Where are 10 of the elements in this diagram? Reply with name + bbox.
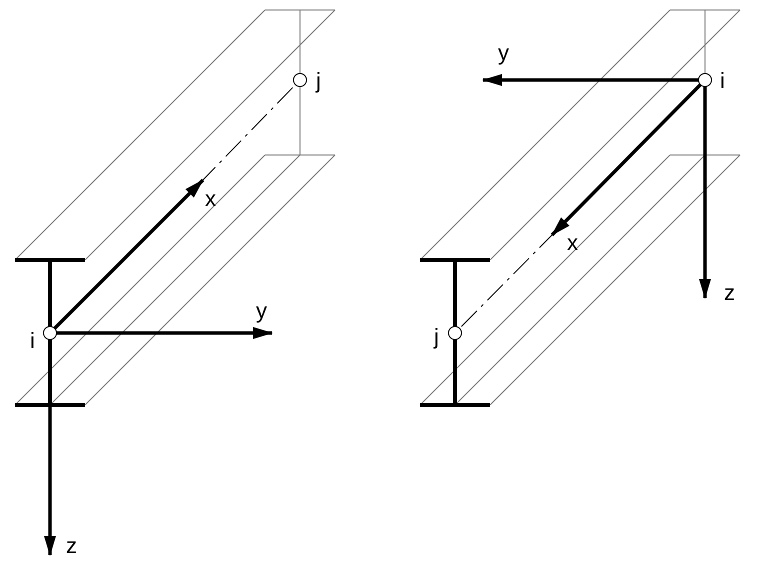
node-label: i <box>720 70 725 92</box>
axis-label: x <box>205 188 216 210</box>
node-label: i <box>30 330 35 352</box>
node-label: j <box>434 326 439 348</box>
axis-label: z <box>66 535 77 557</box>
axis-label: x <box>567 232 578 254</box>
axis-label: z <box>724 282 735 304</box>
axis-label: y <box>256 300 267 322</box>
node-label: j <box>316 70 321 92</box>
axis-label: y <box>498 42 509 64</box>
